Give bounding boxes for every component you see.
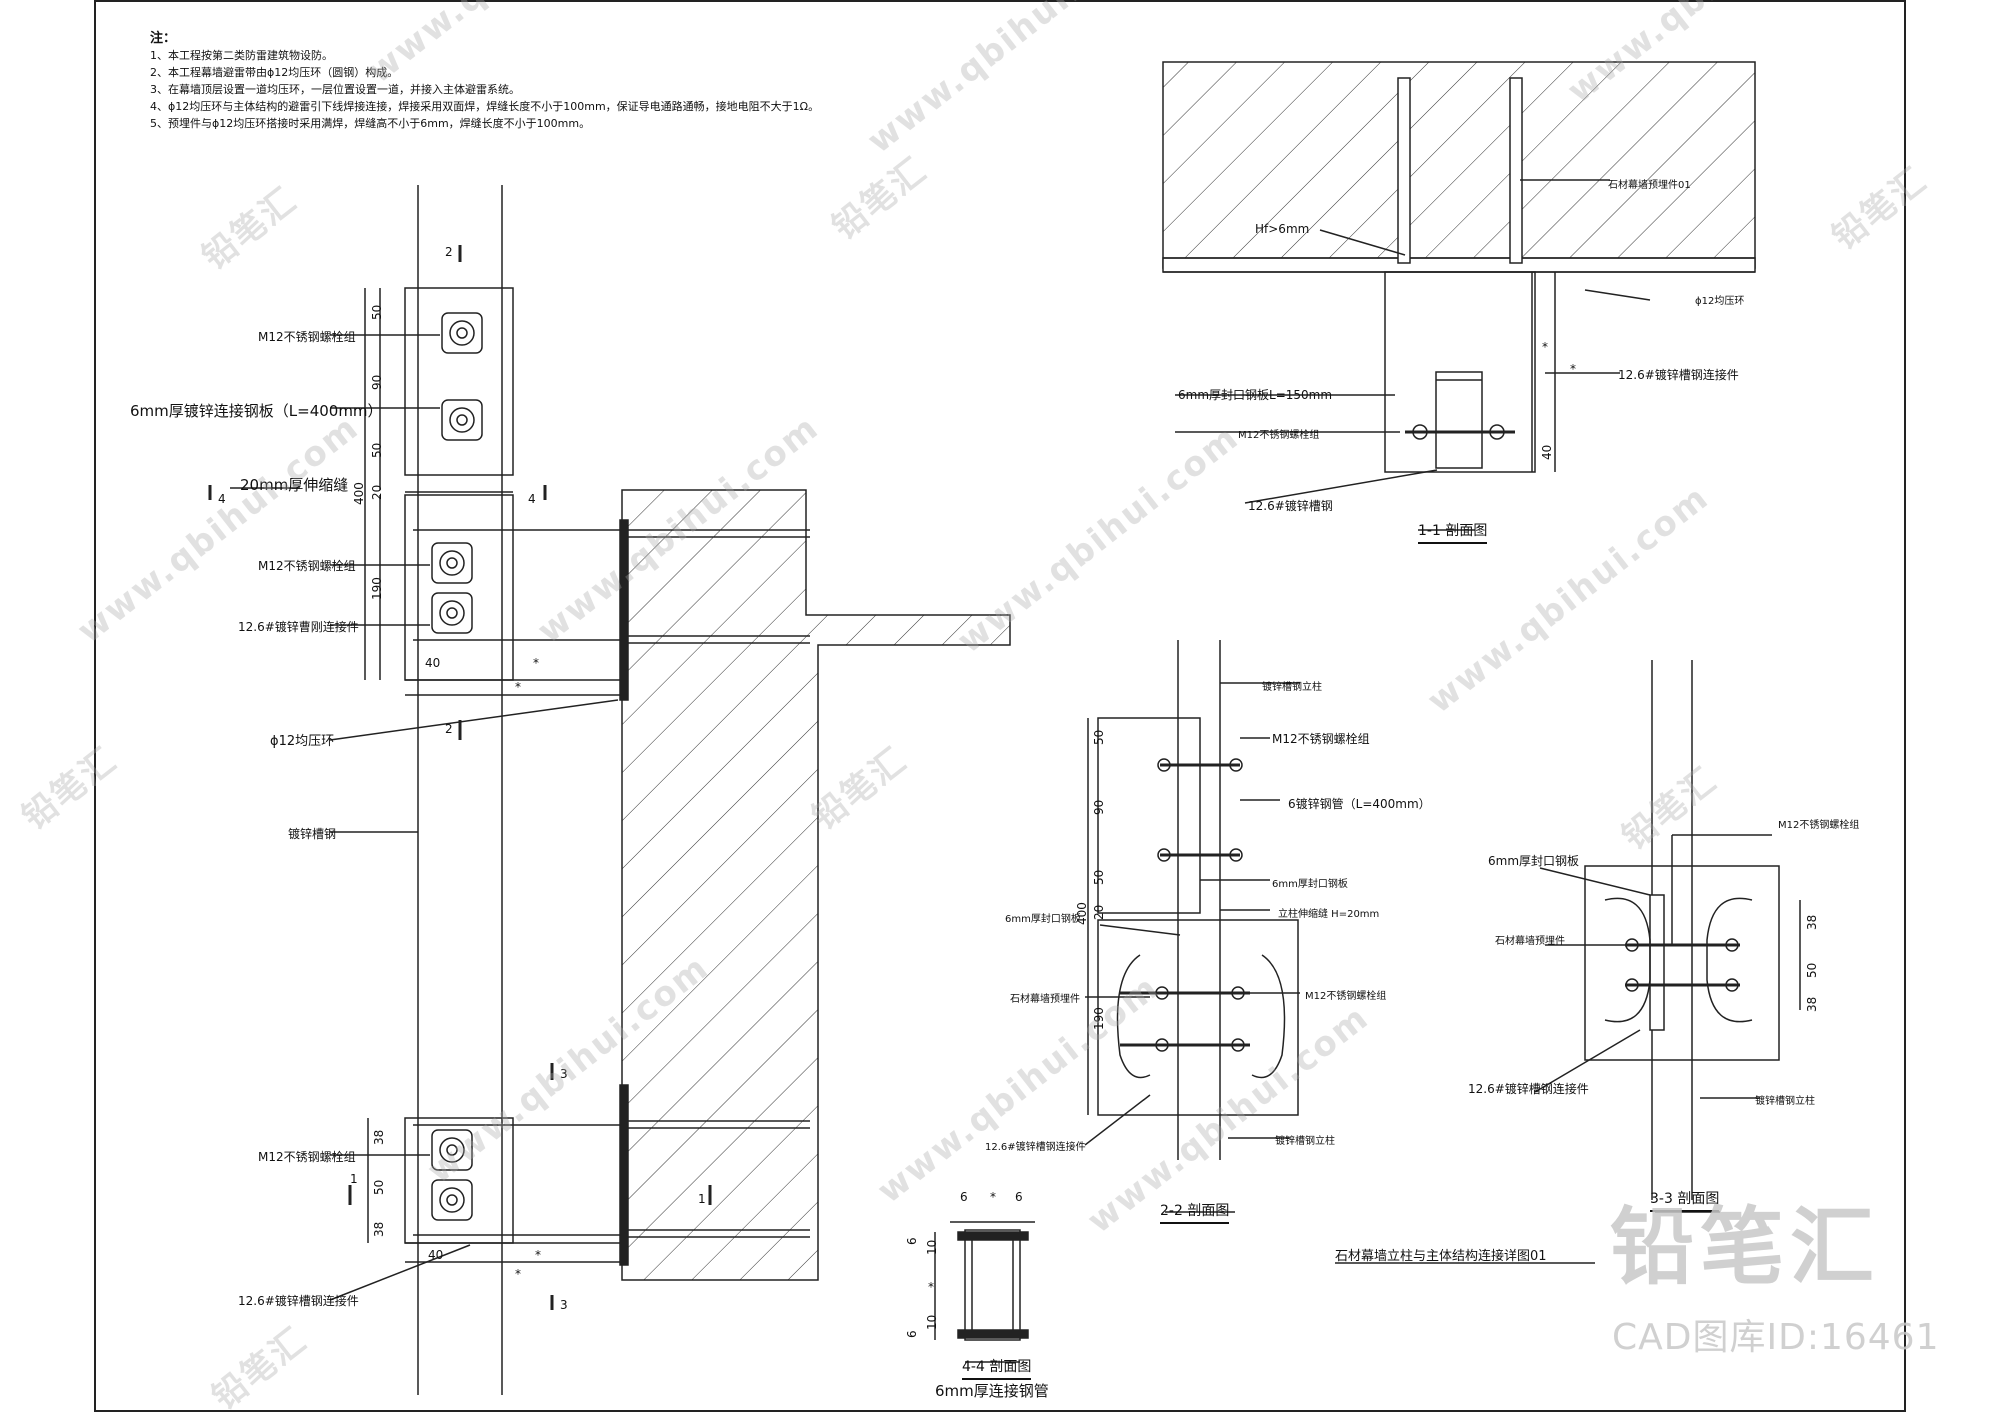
label-channel-bottom: 12.6#镀锌槽钢连接件 [238,1294,359,1308]
label-channel-conn: 12.6#镀锌槽钢连接件 [1618,368,1739,382]
dim-50: 50 [370,442,384,458]
label-channel-mid: 12.6#镀锌曹刚连接件 [238,620,359,634]
label-steel-tube: 6镀锌钢管（L=400mm） [1288,797,1431,811]
drawing-title: 石材幕墙立柱与主体结构连接详图01 [1335,1249,1547,1264]
section-4-4-title: 4-4 剖面图 [962,1356,1032,1380]
note-item: 3、在幕墙顶层设置一道均压环，一层位置设置一道，并接入主体避雷系统。 [150,83,520,96]
dim-6: 6 [905,1237,919,1245]
notes-title: 注： [150,31,177,46]
note-item: 2、本工程幕墙避雷带由ϕ12均压环（圆钢）构成。 [150,66,399,79]
main-elevation-view [208,185,1011,1395]
label-connection-plate: 6mm厚镀锌连接钢板（L=400mm） [130,402,383,420]
dim-star: * [515,1267,521,1281]
dim-star: * [533,656,539,670]
label-bolt: M12不锈钢螺栓组 [1778,820,1860,831]
label-embed: 石材幕墙预埋件 [1495,936,1565,947]
section-2-2-title: 2-2 剖面图 [1160,1200,1230,1224]
label-embed: 石材幕墙预埋件 [1010,994,1080,1005]
label-bolt-top: M12不锈钢螺栓组 [1272,732,1370,746]
dim-90: 90 [1092,799,1106,815]
section-mark-1: 1 [698,1192,706,1206]
dim-20: 20 [370,484,384,500]
label-column-bottom: 镀锌槽钢立柱 [1275,1136,1335,1147]
dim-6: 6 [1015,1190,1023,1204]
dim-6: 6 [905,1330,919,1338]
label-column: 镀锌槽钢立柱 [1755,1096,1815,1107]
dim-50: 50 [372,1179,386,1195]
label-channel-steel: 镀锌槽钢 [288,827,337,841]
dim-50: 50 [1805,962,1819,978]
label-weld-height: Hf>6mm [1255,222,1310,236]
dim-10: 10 [925,1239,939,1255]
note-item: 4、ϕ12均压环与主体结构的避雷引下线焊接连接，焊接采用双面焊，焊缝长度不小于1… [150,100,820,113]
section-mark-3: 3 [560,1298,568,1312]
dim-50: 50 [1092,869,1106,885]
dim-20: 20 [1092,904,1106,920]
label-seal-plate: 6mm厚封口钢板L=150mm [1178,388,1333,402]
section-mark-4: 4 [528,492,536,506]
label-ring: ϕ12均压环 [1695,296,1745,307]
cad-library-id: CAD图库ID:16461 [1612,1317,1940,1358]
dim-40: 40 [425,656,441,670]
label-channel-conn: 12.6#镀锌槽钢连接件 [1468,1082,1589,1096]
label-embed-01: 石材幕墙预埋件01 [1608,180,1691,191]
general-notes: 注： 1、本工程按第二类防雷建筑物设防。 2、本工程幕墙避雷带由ϕ12均压环（圆… [150,30,819,132]
dim-50: 50 [370,304,384,320]
section-1-1-view [1162,61,1756,531]
label-channel: 12.6#镀锌槽钢 [1248,499,1333,513]
section-3-3-title: 3-3 剖面图 [1650,1188,1720,1212]
dim-400: 400 [352,482,366,505]
section-mark-2: 2 [445,245,453,259]
dim-star: * [535,1248,541,1262]
dim-190: 190 [370,577,384,600]
dim-38: 38 [372,1129,386,1145]
section-3-3-view [1534,660,1801,1213]
label-column-top: 镀锌槽钢立柱 [1262,682,1322,693]
label-bolt-bottom: M12不锈钢螺栓组 [1305,991,1387,1002]
section-2-2-view [1084,640,1300,1213]
dim-38: 38 [1805,996,1819,1012]
label-bolt-bottom: M12不锈钢螺栓组 [258,1150,356,1164]
dim-star: * [515,680,521,694]
dim-star: * [928,1280,934,1294]
brand-watermark: 铅笔汇 [1610,1198,1881,1296]
label-expansion-gap: 20mm厚伸缩缝 [240,476,349,494]
dim-50: 50 [1092,729,1106,745]
label-bolt: M12不锈钢螺栓组 [1238,430,1320,441]
section-mark-3: 3 [560,1067,568,1081]
dim-6: 6 [960,1190,968,1204]
section-mark-1: 1 [350,1172,358,1186]
section-mark-2: 2 [445,722,453,736]
section-4-4-subtitle: 6mm厚连接钢管 [935,1382,1049,1400]
section-mark-4: 4 [218,492,226,506]
dim-10: 10 [925,1314,939,1330]
label-bolt-mid: M12不锈钢螺栓组 [258,559,356,573]
section-4-4-view [934,1221,1035,1363]
dim-90: 90 [370,374,384,390]
drawing-frame [94,0,1906,1412]
label-seal-plate-left: 6mm厚封口钢板 [1005,914,1081,925]
label-bolt-top: M12不锈钢螺栓组 [258,330,356,344]
label-column-gap: 立柱伸缩缝 H=20mm [1278,909,1380,920]
note-item: 5、预埋件与ϕ12均压环搭接时采用满焊，焊缝高不小于6mm，焊缝长度不小于100… [150,117,591,130]
dim-400: 400 [1075,902,1089,925]
label-seal-plate: 6mm厚封口钢板 [1488,854,1580,868]
dim-38: 38 [372,1221,386,1237]
dim-38: 38 [1805,914,1819,930]
dim-star: * [990,1190,996,1204]
label-equalizing-ring: ϕ12均压环 [270,734,335,749]
note-item: 1、本工程按第二类防雷建筑物设防。 [150,49,333,62]
label-channel-conn: 12.6#镀锌槽钢连接件 [985,1142,1086,1153]
label-seal-plate-right: 6mm厚封口钢板 [1272,879,1348,890]
section-1-1-title: 1-1 剖面图 [1418,520,1488,544]
dim-40: 40 [1540,444,1554,460]
dim-40: 40 [428,1248,444,1262]
dim-star: * [1542,340,1548,354]
dim-star: * [1570,362,1576,376]
